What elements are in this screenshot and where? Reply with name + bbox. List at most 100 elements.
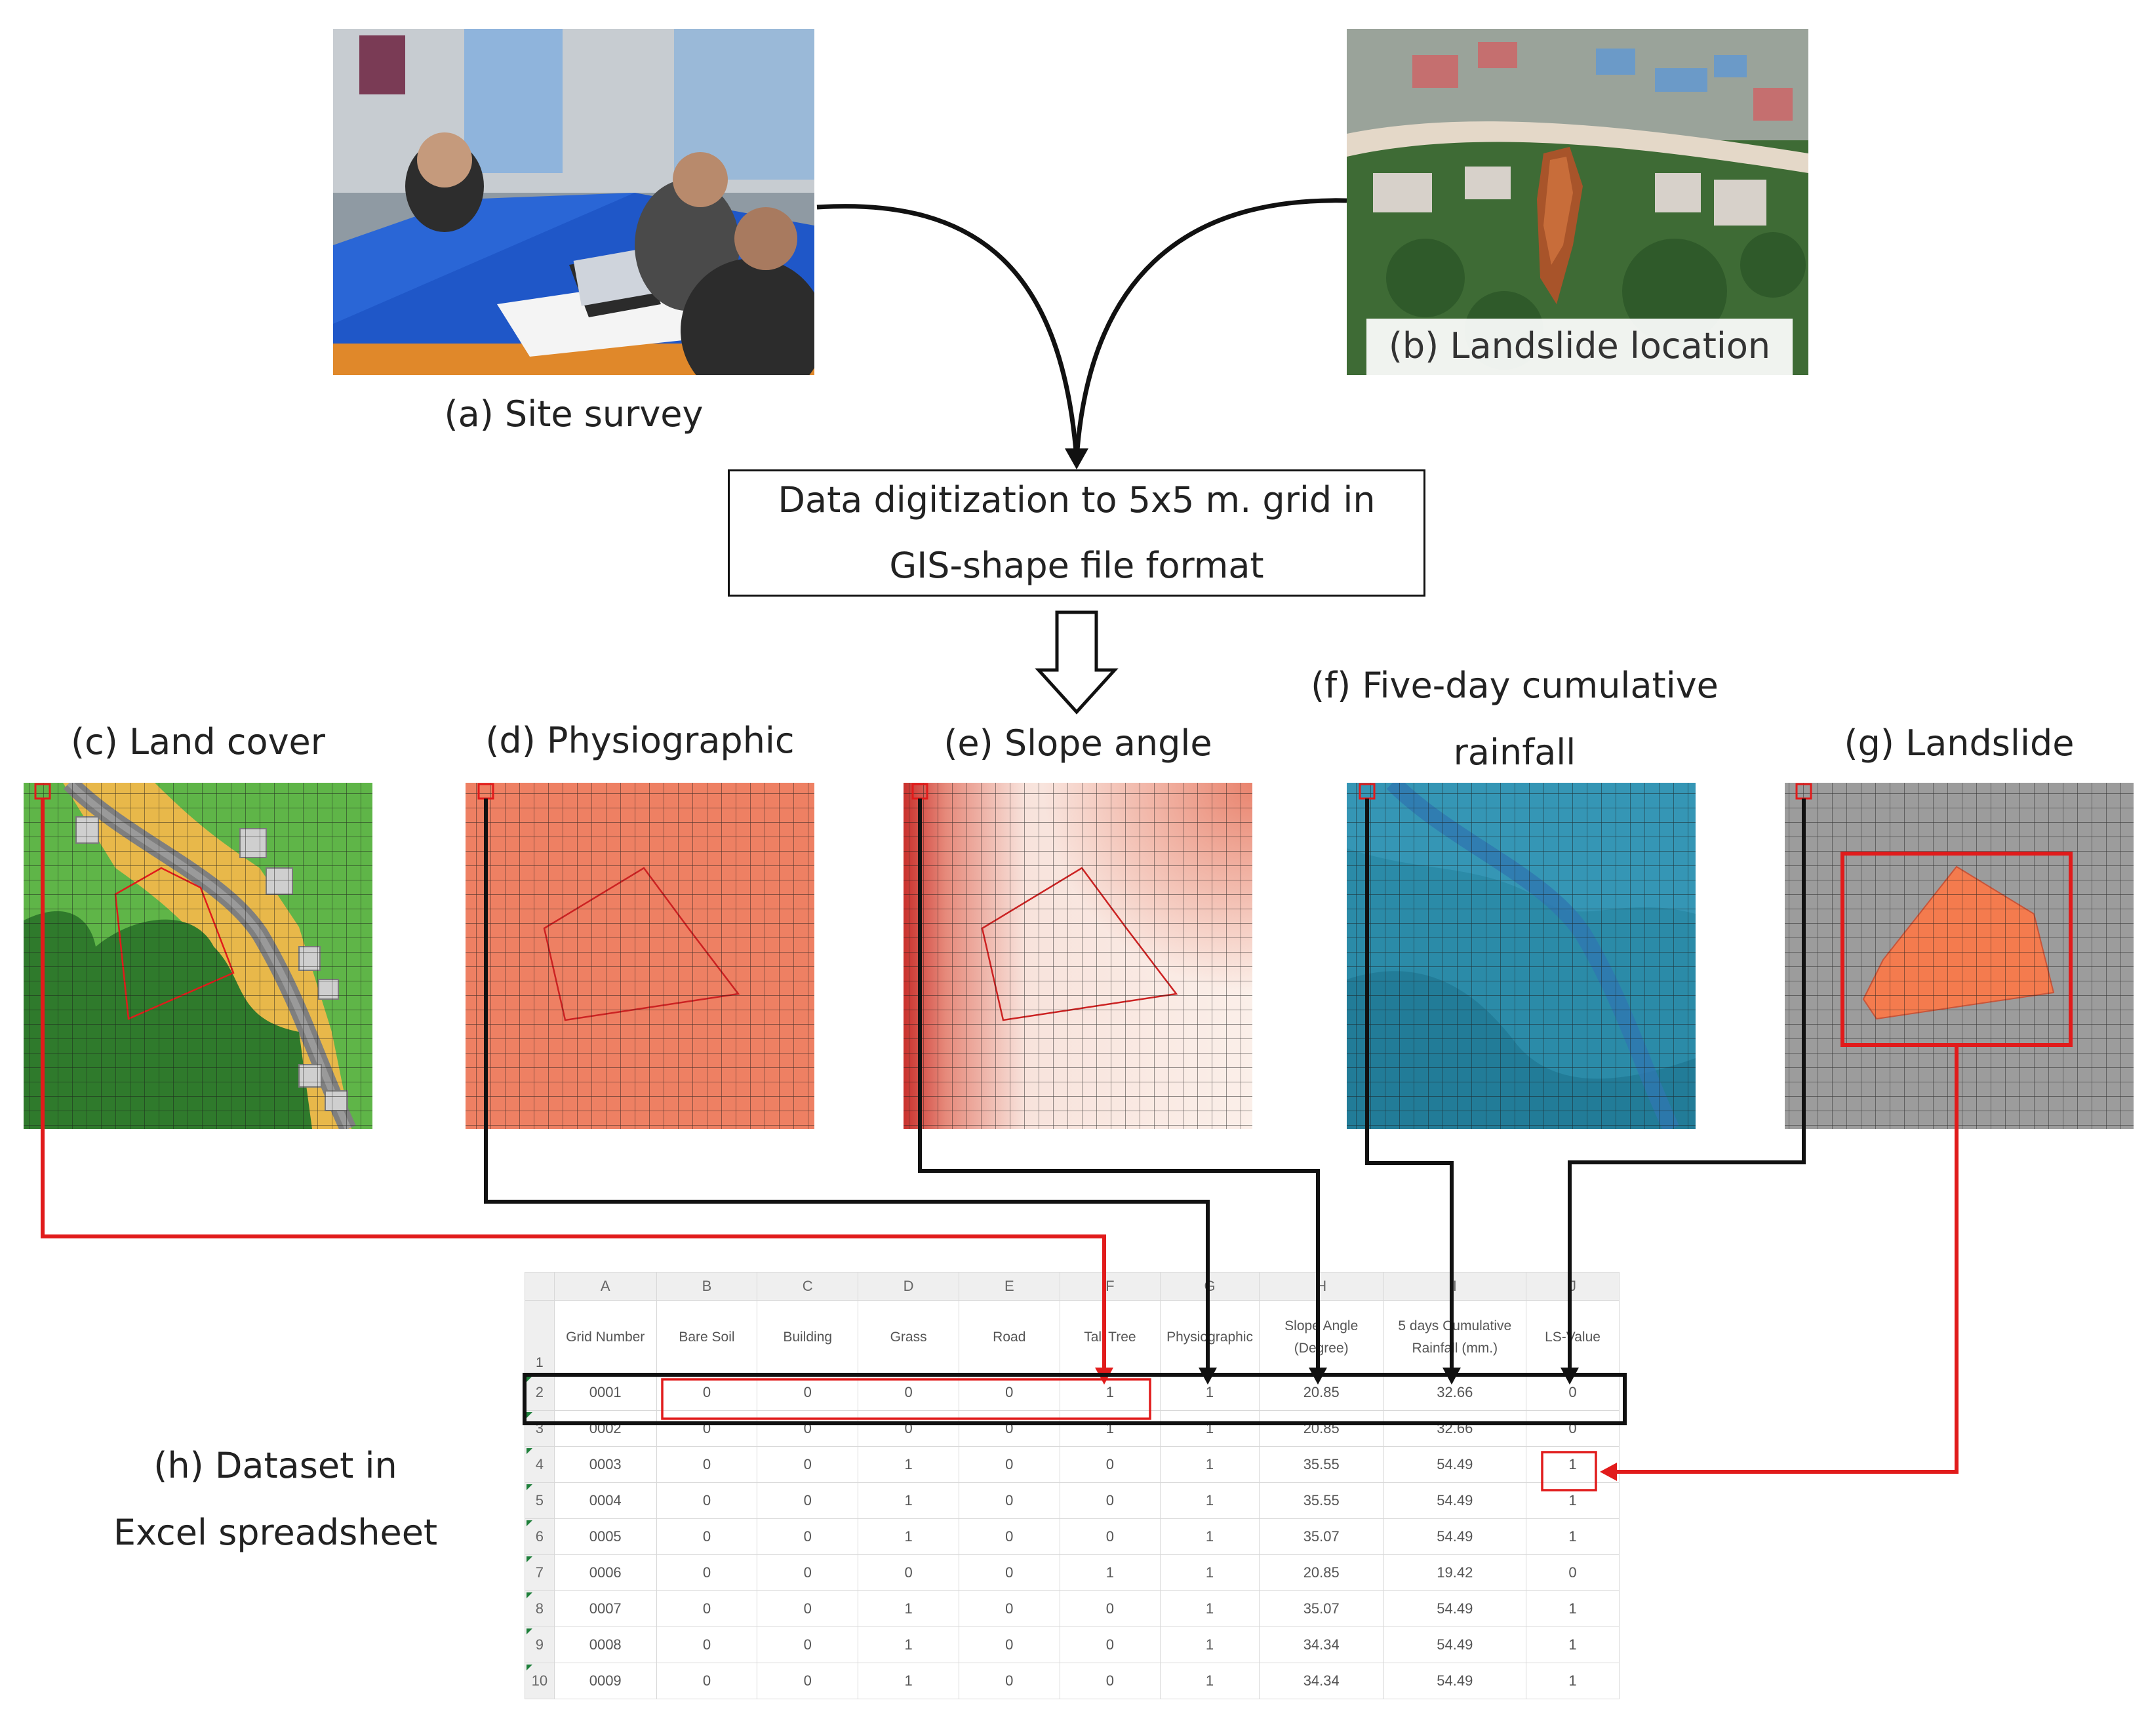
- col-letter-i[interactable]: I: [1383, 1272, 1527, 1301]
- cell-rainfall[interactable]: 54.49: [1383, 1482, 1527, 1519]
- cell-tall-tree[interactable]: 0: [1059, 1627, 1161, 1663]
- cell-ls-value[interactable]: 0: [1526, 1374, 1620, 1411]
- cell-building[interactable]: 0: [757, 1446, 859, 1483]
- caption-g: (g) Landslide: [1844, 722, 2075, 764]
- row-number[interactable]: 8: [525, 1590, 555, 1627]
- site-survey-photo: [333, 29, 814, 375]
- cell-ls-value[interactable]: 1: [1526, 1518, 1620, 1555]
- cell-slope-angle[interactable]: 20.85: [1258, 1554, 1384, 1591]
- cell-tall-tree[interactable]: 0: [1059, 1663, 1161, 1699]
- cell-grid-number[interactable]: 0006: [553, 1554, 657, 1591]
- cell-ls-value[interactable]: 1: [1526, 1590, 1620, 1627]
- cell-grid-number[interactable]: 0003: [553, 1446, 657, 1483]
- header-grid-number[interactable]: Grid Number: [553, 1300, 657, 1375]
- cell-grid-number[interactable]: 0002: [553, 1410, 657, 1447]
- row-number[interactable]: 7: [525, 1554, 555, 1591]
- col-letter-a[interactable]: A: [553, 1272, 657, 1301]
- cell-tall-tree[interactable]: 0: [1059, 1518, 1161, 1555]
- col-letter-c[interactable]: C: [757, 1272, 859, 1301]
- cell-tall-tree[interactable]: 1: [1059, 1410, 1161, 1447]
- connector-physiographic: [484, 799, 1210, 1375]
- column-letter-row: A B C D E F G H I J: [525, 1272, 1620, 1301]
- landslide-grid: [1785, 783, 2134, 1129]
- connector-rainfall: [1365, 799, 1454, 1375]
- col-letter-d[interactable]: D: [858, 1272, 959, 1301]
- cell-grid-number[interactable]: 0008: [553, 1627, 657, 1663]
- physiographic-grid: [466, 783, 814, 1129]
- cell-grass[interactable]: 0: [858, 1410, 959, 1447]
- cell-grid-number[interactable]: 0009: [553, 1663, 657, 1699]
- cell-slope-angle[interactable]: 34.34: [1258, 1663, 1384, 1699]
- cell-building[interactable]: 0: [757, 1518, 859, 1555]
- cell-ls-value[interactable]: 1: [1526, 1663, 1620, 1699]
- col-letter-b[interactable]: B: [656, 1272, 758, 1301]
- row-number[interactable]: 2: [525, 1374, 555, 1411]
- cell-physiographic[interactable]: 1: [1160, 1554, 1260, 1591]
- cell-grass[interactable]: 1: [858, 1446, 959, 1483]
- cell-slope-angle[interactable]: 34.34: [1258, 1627, 1384, 1663]
- cell-rainfall[interactable]: 54.49: [1383, 1446, 1527, 1483]
- cell-grid-number[interactable]: 0001: [553, 1374, 657, 1411]
- cell-physiographic[interactable]: 1: [1160, 1518, 1260, 1555]
- cell-ls-value[interactable]: 0: [1526, 1554, 1620, 1591]
- caption-b: (b) Landslide location: [1388, 325, 1771, 366]
- curve-arrowhead: [1065, 448, 1088, 469]
- header-road[interactable]: Road: [958, 1300, 1060, 1375]
- connector-landslide: [1568, 799, 1806, 1375]
- header-slope-angle[interactable]: Slope Angle(Degree): [1258, 1300, 1384, 1375]
- header-ls-value[interactable]: LS-Value: [1526, 1300, 1620, 1375]
- cell-road[interactable]: 0: [958, 1410, 1060, 1447]
- cell-building[interactable]: 0: [757, 1627, 859, 1663]
- caption-d: (d) Physiographic: [485, 720, 795, 761]
- cell-rainfall[interactable]: 19.42: [1383, 1554, 1527, 1591]
- cell-tall-tree[interactable]: 0: [1059, 1482, 1161, 1519]
- cell-bare-soil[interactable]: 0: [656, 1590, 758, 1627]
- cell-grass[interactable]: 0: [858, 1554, 959, 1591]
- cell-physiographic[interactable]: 1: [1160, 1410, 1260, 1447]
- cell-rainfall[interactable]: 54.49: [1383, 1663, 1527, 1699]
- cell-grass[interactable]: 1: [858, 1663, 959, 1699]
- col-letter-j[interactable]: J: [1526, 1272, 1620, 1301]
- cell-building[interactable]: 0: [757, 1663, 859, 1699]
- row-number[interactable]: 3: [525, 1410, 555, 1447]
- header-building[interactable]: Building: [757, 1300, 859, 1375]
- cell-rainfall[interactable]: 32.66: [1383, 1410, 1527, 1447]
- cell-slope-angle[interactable]: 20.85: [1258, 1374, 1384, 1411]
- cell-tall-tree[interactable]: 0: [1059, 1590, 1161, 1627]
- cell-flag-icon: [527, 1628, 532, 1634]
- cell-road[interactable]: 0: [958, 1446, 1060, 1483]
- header-physiographic[interactable]: Physiographic: [1160, 1300, 1260, 1375]
- cell-ls-value[interactable]: 0: [1526, 1410, 1620, 1447]
- row-number[interactable]: 10: [525, 1663, 555, 1699]
- cell-grass[interactable]: 1: [858, 1627, 959, 1663]
- cell-physiographic[interactable]: 1: [1160, 1482, 1260, 1519]
- cell-physiographic[interactable]: 1: [1160, 1663, 1260, 1699]
- cell-rainfall[interactable]: 54.49: [1383, 1627, 1527, 1663]
- slope-grid: [904, 783, 1252, 1129]
- row-number[interactable]: 6: [525, 1518, 555, 1555]
- row-number[interactable]: 5: [525, 1482, 555, 1519]
- cell-road[interactable]: 0: [958, 1554, 1060, 1591]
- header-tall-tree[interactable]: Tall Tree: [1059, 1300, 1161, 1375]
- process-line-2: GIS-shape file format: [889, 545, 1264, 586]
- cell-bare-soil[interactable]: 0: [656, 1518, 758, 1555]
- col-letter-e[interactable]: E: [958, 1272, 1060, 1301]
- cell-bare-soil[interactable]: 0: [656, 1482, 758, 1519]
- connector-landslide-value: [1609, 1045, 1959, 1474]
- cell-physiographic[interactable]: 1: [1160, 1590, 1260, 1627]
- hollow-down-arrow: [1035, 610, 1119, 715]
- cell-road[interactable]: 0: [958, 1663, 1060, 1699]
- caption-f-line-2: rainfall: [1453, 732, 1576, 773]
- cell-flag-icon: [527, 1592, 532, 1598]
- cell-physiographic[interactable]: 1: [1160, 1446, 1260, 1483]
- land-cover-grid: [24, 783, 372, 1129]
- corner-cell[interactable]: [525, 1272, 555, 1301]
- col-letter-h[interactable]: H: [1258, 1272, 1384, 1301]
- row-number-1[interactable]: 1: [525, 1300, 555, 1375]
- header-grass[interactable]: Grass: [858, 1300, 959, 1375]
- cell-rainfall[interactable]: 54.49: [1383, 1590, 1527, 1627]
- cell-bare-soil[interactable]: 0: [656, 1627, 758, 1663]
- digitization-process-box: Data digitization to 5x5 m. grid in GIS-…: [728, 469, 1425, 597]
- cell-grass[interactable]: 1: [858, 1590, 959, 1627]
